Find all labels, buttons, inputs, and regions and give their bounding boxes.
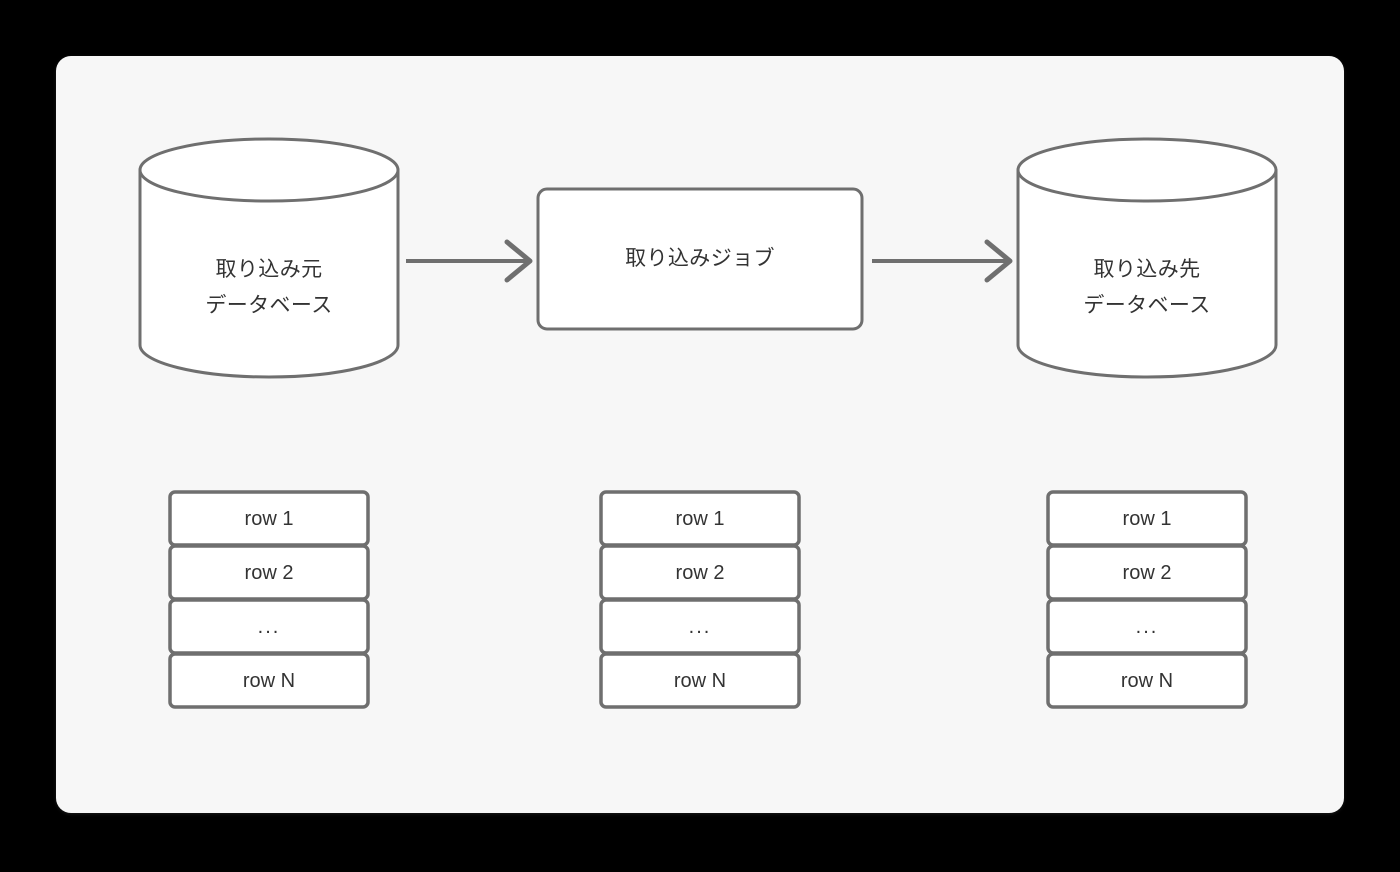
source-row-label-3: ...: [257, 616, 281, 638]
ingestion-job-label: 取り込みジョブ: [538, 241, 862, 277]
target-database-label: 取り込み先 データベース: [1018, 252, 1276, 324]
target-row-label-2: row 2: [1122, 562, 1172, 584]
job-row-label-2: row 2: [675, 562, 725, 584]
target-row-label-1: row 1: [1122, 508, 1172, 530]
source-row-label-2: row 2: [244, 562, 294, 584]
edge-job-to-target[interactable]: [872, 248, 1012, 274]
source-database-node[interactable]: [140, 139, 398, 377]
target-row-label-4: row N: [1120, 670, 1174, 692]
source-database-label-line-1: 取り込み元: [215, 258, 323, 281]
target-row-label-3: ...: [1135, 616, 1159, 638]
source-row-label-4: row N: [242, 670, 296, 692]
target-database-label-line-2: データベース: [1083, 294, 1211, 317]
source-row-label-1: row 1: [244, 508, 294, 530]
source-database-label: 取り込み元 データベース: [140, 252, 398, 324]
target-database-label-line-1: 取り込み先: [1093, 258, 1201, 281]
ingestion-job-node[interactable]: [538, 189, 862, 329]
ingestion-job-label-line-1: 取り込みジョブ: [625, 247, 775, 270]
edge-source-to-job[interactable]: [406, 248, 532, 274]
source-database-label-line-2: データベース: [205, 294, 333, 317]
job-row-label-3: ...: [688, 616, 712, 638]
job-row-label-4: row N: [673, 670, 727, 692]
job-row-label-1: row 1: [675, 508, 725, 530]
target-database-node[interactable]: [1018, 139, 1276, 377]
